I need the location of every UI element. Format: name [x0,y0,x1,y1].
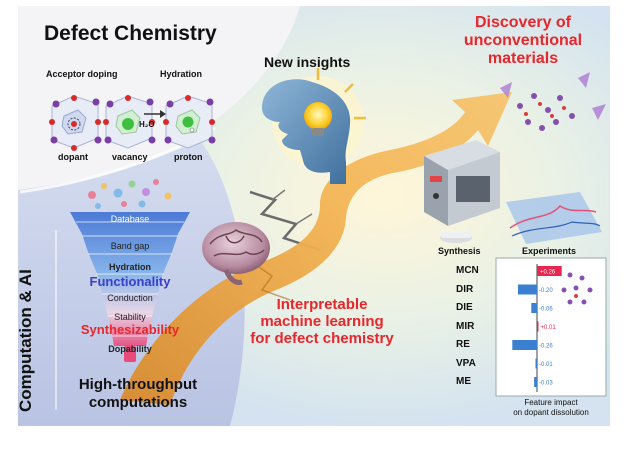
funnel-layer-dopability: Dopability [108,344,152,354]
funnel-layer-database: Database [110,214,150,224]
bar-value-vpa: -0.01 [539,362,553,368]
funnel-layer-band-gap: Band gap [110,241,150,251]
discovery-line-1: Discovery of [474,14,572,31]
bar-vpa [535,358,537,369]
feature-label-dir: DIR [456,283,474,295]
funnel-layer-stability: Stability [114,312,146,322]
proton-label: proton [174,152,203,162]
funnel-layer-conduction: Conduction [107,293,153,303]
feature-label-mcn: MCN [456,265,479,276]
bar-value-dir: -0.20 [539,288,553,294]
discovery-line-2: unconventional [463,32,583,49]
vacancy-label: vacancy [112,152,148,162]
experiment-plot-illustration [506,192,602,244]
furnace-illustration [424,140,500,243]
h2o-label: H₂O [139,120,155,129]
synthesis-label: Synthesis [438,246,481,256]
discovery-title: Discovery of unconventional materials [448,14,598,68]
feature-label-die: DIE [456,302,473,313]
funnel-layer-hydration: Hydration [108,262,151,272]
hydration-label: Hydration [160,69,203,79]
material-structure-illustration [500,72,606,131]
defect-chemistry-title: Defect Chemistry [44,22,217,45]
computation-ai-title: Computation & AI [16,269,35,412]
new-insights-title: New insights [264,54,351,70]
shap-bars: +0.26 -0.20 -0.06 +0.01 -0.26 -0.01 -0.03 [512,266,562,387]
chart-xlabel-line-2: on dopant dissolution [513,408,589,417]
funnel-layer-synthesizability: Synthesizability [80,322,180,337]
bar-value-mir: +0.01 [541,325,557,331]
discovery-line-3: materials [487,50,559,67]
inset-structure [561,272,593,305]
bar-re [512,340,537,350]
feature-label-vpa: VPA [456,357,476,369]
bar-value-me: -0.03 [539,381,553,387]
experiments-label: Experiments [522,246,577,256]
high-throughput-line-1: High-throughput [78,376,198,393]
chart-xlabel-line-1: Feature impact [524,398,578,407]
funnel-layer-functionality: Functionality [89,274,171,289]
interpretable-line-1: Interpretable [276,296,368,313]
interpretable-ml-title: Interpretable machine learning for defec… [232,296,412,347]
high-throughput-title: High-throughput computations [58,376,218,412]
high-throughput-line-2: computations [88,394,188,411]
bar-value-die: -0.06 [539,307,553,313]
dopant-label: dopant [58,152,88,162]
interpretable-line-2: machine learning [260,313,384,330]
bar-me [534,377,537,387]
crystal-structures [49,95,216,151]
feature-label-re: RE [456,339,470,350]
interpretable-line-3: for defect chemistry [250,330,394,347]
feature-label-mir: MIR [456,320,475,332]
bar-die [531,303,537,313]
bar-mir [537,321,539,332]
acceptor-doping-label: Acceptor doping [46,69,118,79]
feature-label-me: ME [456,376,471,387]
bar-value-re: -0.26 [539,344,553,350]
bar-value-mcn: +0.26 [540,270,556,276]
chart-xlabel: Feature impact on dopant dissolution [496,398,606,418]
bar-dir [518,284,537,295]
bar-mcn [537,266,562,276]
